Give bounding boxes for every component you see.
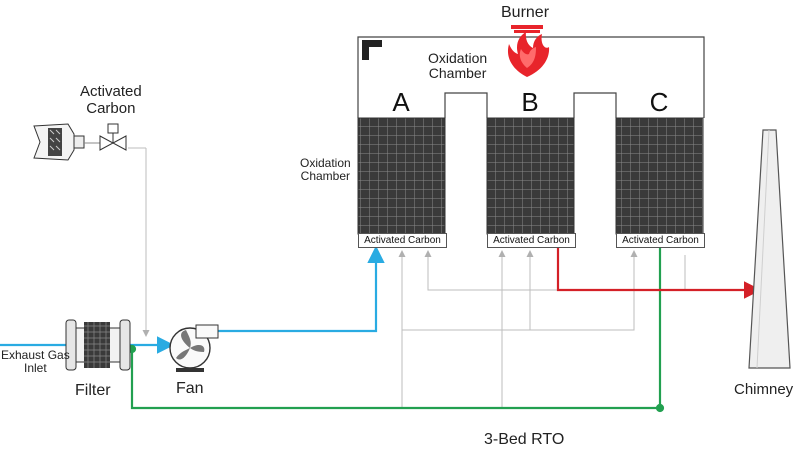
outlet-flow-line [556, 248, 762, 299]
oxidation-chamber-top-label: Oxidation Chamber [428, 50, 488, 82]
chimney-icon [748, 129, 791, 369]
exhaust-gas-inlet-label: Exhaust Gas Inlet [1, 348, 70, 376]
bed-c [615, 117, 704, 235]
chimney-label: Chimney [734, 381, 794, 398]
diagram-caption: 3-Bed RTO [484, 431, 565, 448]
carbon-canister-icon [33, 123, 100, 161]
oxidation-chamber-left-label: Oxidation Chamber [300, 156, 351, 184]
fan-label: Fan [176, 380, 204, 397]
fan-icon [169, 324, 219, 372]
corner-mark-icon [362, 40, 382, 60]
bed-c-letter: C [649, 87, 669, 117]
bed-b [486, 117, 575, 235]
activated-carbon-unit-label: Activated Carbon [80, 83, 142, 117]
bed-b-media-label: Activated Carbon [487, 233, 576, 248]
valve-icon [99, 123, 127, 151]
bed-b-letter: B [521, 87, 539, 117]
bed-c-media-label: Activated Carbon [616, 233, 705, 248]
filter-icon [65, 319, 131, 371]
inlet-flow-line [0, 245, 385, 354]
bed-a-letter: A [392, 87, 410, 117]
burner-flame-icon [507, 25, 550, 77]
filter-label: Filter [75, 382, 111, 399]
bypass-lines [128, 147, 686, 408]
bed-a [357, 117, 446, 235]
bed-a-media-label: Activated Carbon [358, 233, 447, 248]
rto-enclosure [357, 36, 705, 118]
burner-label: Burner [501, 4, 550, 21]
